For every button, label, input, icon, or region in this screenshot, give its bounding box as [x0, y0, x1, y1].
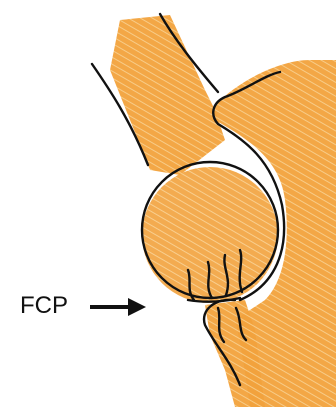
right-arrow-icon: [88, 295, 148, 319]
fcp-label: FCP: [20, 292, 68, 320]
upper-stalk-shape: [110, 15, 225, 175]
spherical-body: [142, 167, 278, 303]
